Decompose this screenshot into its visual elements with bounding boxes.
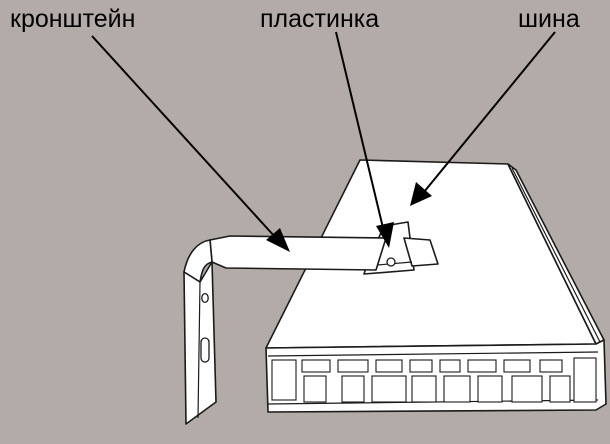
plate-screw-hole bbox=[386, 257, 396, 267]
rail-chamber bbox=[503, 359, 531, 373]
arrowhead-bracket bbox=[266, 228, 290, 252]
rail-chamber bbox=[573, 357, 597, 403]
bracket-round-hole bbox=[201, 292, 209, 304]
label-bracket: кронштейн bbox=[10, 5, 135, 33]
arrowhead-plate bbox=[376, 222, 394, 248]
rail-chamber bbox=[371, 375, 407, 403]
rail-chamber bbox=[477, 375, 503, 403]
rail-chamber bbox=[411, 375, 437, 403]
labels: кронштейн пластинка шина bbox=[10, 5, 580, 33]
arrowhead-rail bbox=[410, 182, 432, 206]
label-rail: шина bbox=[518, 5, 580, 33]
rail-chamber bbox=[271, 359, 297, 401]
rail-chamber bbox=[539, 359, 563, 373]
bracket-wall-edge bbox=[197, 281, 201, 419]
rail-chamber bbox=[303, 375, 327, 403]
label-plate: пластинка bbox=[260, 5, 379, 33]
rail-chamber bbox=[301, 359, 331, 373]
rail bbox=[265, 159, 607, 413]
bracket-slot-hole bbox=[200, 337, 210, 363]
bracket-wall-plate bbox=[183, 261, 217, 425]
rail-profile-chambers bbox=[271, 357, 597, 403]
bracket bbox=[183, 235, 387, 425]
bracket-arm bbox=[209, 235, 387, 271]
leader-line-bracket bbox=[91, 35, 277, 239]
leader-lines bbox=[91, 31, 556, 252]
leader-line-rail bbox=[423, 31, 556, 193]
rail-lip-line bbox=[511, 167, 601, 343]
rail-chamber bbox=[409, 359, 433, 373]
rail-chamber bbox=[337, 359, 369, 373]
rail-chamber bbox=[511, 375, 543, 403]
leader-line-plate bbox=[335, 31, 385, 233]
rail-profile-top-line bbox=[267, 351, 599, 357]
rail-chamber bbox=[467, 359, 497, 373]
rail-chamber bbox=[549, 375, 571, 403]
rail-chamber bbox=[375, 359, 403, 373]
rail-chamber bbox=[439, 359, 461, 373]
rail-chamber bbox=[443, 375, 471, 403]
plate-right-part bbox=[403, 237, 439, 267]
rail-chamber bbox=[341, 375, 365, 403]
